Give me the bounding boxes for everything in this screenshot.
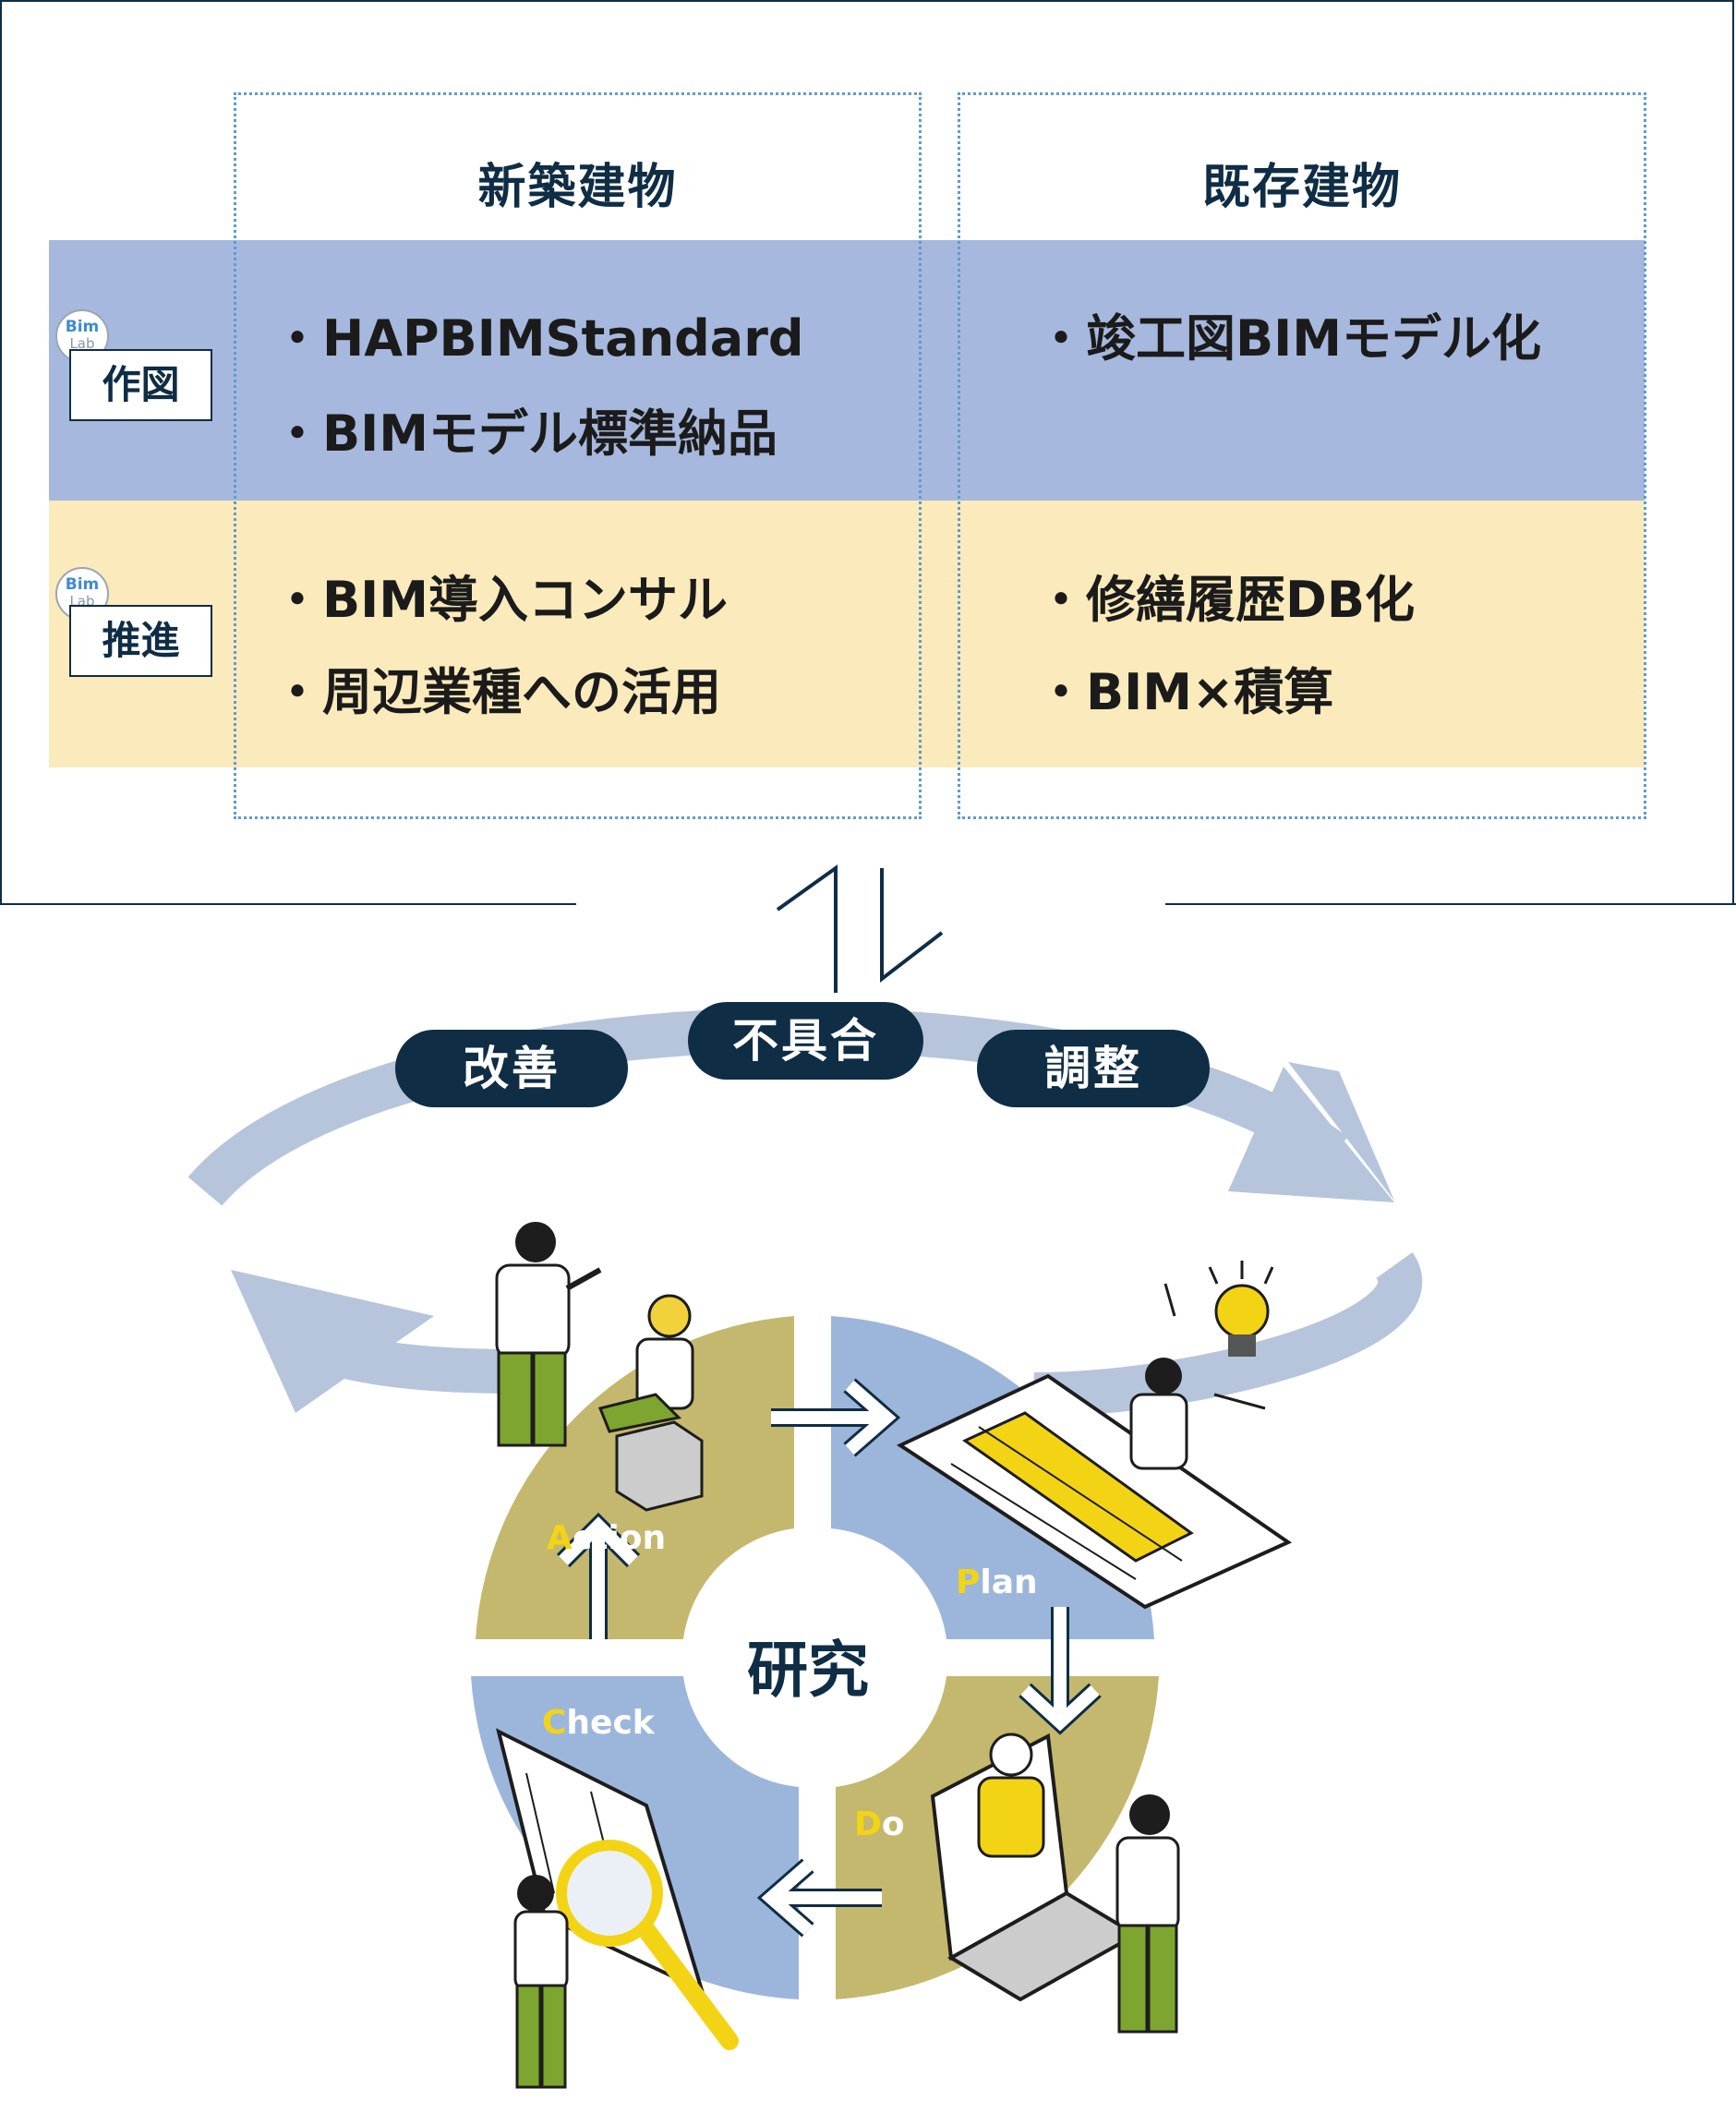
ring-arrow-head-left xyxy=(231,1270,434,1413)
arrow-action-to-plan-icon xyxy=(771,1380,897,1455)
ring-arrow-head-right xyxy=(1288,1062,1394,1201)
phase-initial: D xyxy=(854,1805,882,1843)
lightbulb-icon xyxy=(1163,1261,1274,1410)
new-item: ・BIMモデル標準納品 xyxy=(272,405,778,463)
table-frame xyxy=(0,0,1734,905)
pill-improvement: 改善 xyxy=(395,1030,628,1107)
bidirectional-arrow-icon xyxy=(776,864,944,993)
arrow-check-to-action-icon xyxy=(559,1516,638,1639)
person-standing-icon xyxy=(1115,1794,1180,2034)
badge-text-top: Bim xyxy=(65,318,100,336)
existing-item: ・修繕履歴DB化 xyxy=(1036,571,1415,629)
phase-initial: C xyxy=(542,1704,567,1742)
arrow-do-to-check-icon xyxy=(761,1860,882,1936)
row-promotion-band xyxy=(49,501,1645,767)
phase-rest: heck xyxy=(566,1704,655,1742)
phase-rest: o xyxy=(881,1805,905,1843)
new-item: ・周辺業種への活用 xyxy=(272,663,721,721)
pill-defect: 不具合 xyxy=(688,1002,923,1080)
planning-board-icon xyxy=(896,1358,1293,1610)
phase-do: Do xyxy=(854,1805,905,1843)
phase-plan: Plan xyxy=(956,1564,1038,1601)
phase-check: Check xyxy=(542,1704,655,1742)
phase-initial: A xyxy=(547,1519,573,1557)
arrow-plan-to-do-icon xyxy=(1020,1607,1100,1732)
magnifier-icon xyxy=(556,1840,739,2050)
existing-building-column-frame xyxy=(958,92,1646,819)
center-research: 研究 xyxy=(747,1635,869,1706)
person-inspecting-icon xyxy=(513,1875,569,2089)
column-header-existing: 既存建物 xyxy=(1201,160,1402,215)
new-item: ・BIM導入コンサル xyxy=(272,571,728,629)
column-header-new: 新築建物 xyxy=(477,160,678,215)
row-label-drawing: 作図 xyxy=(69,349,212,421)
person-presenting-icon xyxy=(495,1222,602,1447)
phase-action: Action xyxy=(547,1519,666,1557)
existing-item: ・BIM×積算 xyxy=(1036,663,1334,721)
person-sitting-icon xyxy=(597,1294,704,1512)
new-item: ・HAPBIMStandard xyxy=(272,309,804,368)
phase-rest: lan xyxy=(980,1564,1038,1601)
frame-bottom-right xyxy=(1165,903,1736,905)
frame-bottom-left xyxy=(0,903,576,905)
pill-adjustment: 調整 xyxy=(977,1030,1210,1107)
existing-item: ・竣工図BIMモデル化 xyxy=(1036,309,1541,368)
ring-arrow-head-right-2 xyxy=(1228,1067,1394,1202)
phase-rest: ction xyxy=(572,1519,667,1557)
badge-text-top: Bim xyxy=(65,575,100,594)
row-label-promotion: 推進 xyxy=(69,605,212,677)
row-drawing-band xyxy=(49,240,1645,501)
new-building-column-frame xyxy=(234,92,922,819)
phase-initial: P xyxy=(956,1564,981,1601)
badge-text-bottom: Lab xyxy=(69,335,95,352)
ring-lower-right-arc xyxy=(1033,1252,1423,1417)
